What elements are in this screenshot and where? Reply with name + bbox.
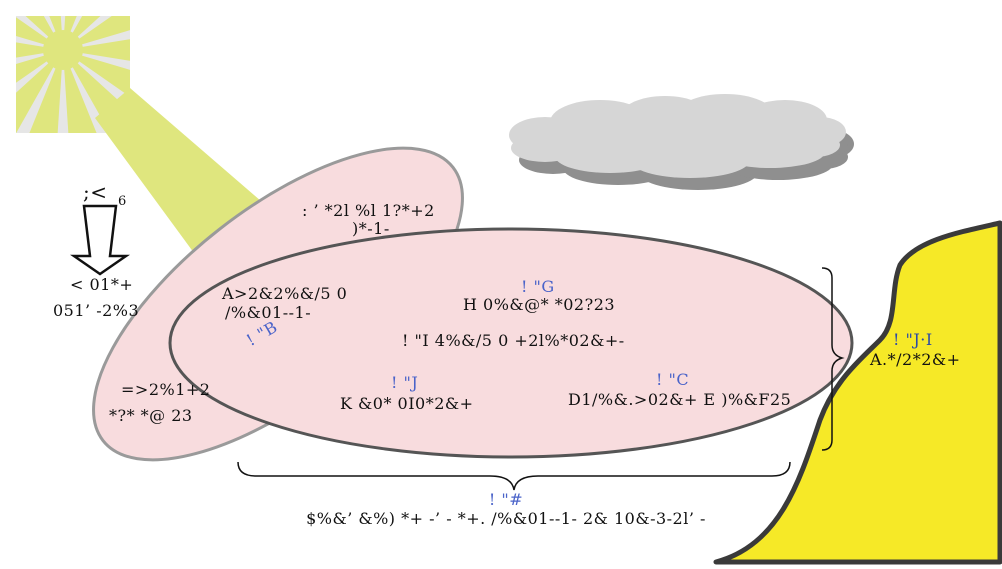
bottom-brace-icon [237,461,791,491]
cloud-icon [509,94,854,190]
tilted-ellipse-bottom-line1: =>2%1+2 [121,380,211,399]
tilted-ellipse-top-line2: )*-1- [352,219,390,238]
land-text: A.*/2*2&+ [870,350,961,369]
tag-c: ! "C [656,370,690,389]
tag-j: ! "J [391,373,419,392]
big-ellipse-bottom-right: D1/%&.>02&+ E )%&F25 [568,390,792,409]
sun-ray [16,50,63,133]
sun-ray [63,50,97,133]
big-ellipse-left-line2: /%&01--1- [225,303,312,322]
tilted-ellipse-bottom-line2: *?* *@ 23 [109,406,193,425]
arrow-caption-line2: 051’ -2%3 [53,301,140,320]
sun-ray [63,50,130,97]
land-tag: ! "J·I [893,330,933,349]
big-ellipse-center: ! "I 4%&/5 0 +2l%*02&+- [402,331,625,350]
brace-text: $%&’ &%) *+ -’ - *+. /%&01--1- 2& 10&-3-… [306,509,706,528]
tilted-ellipse-top-line1: : ’ *2l %l 1?*+2 [302,201,435,220]
tag-g: ! "G [521,277,555,296]
yellow-land [713,220,1002,565]
big-ellipse-bottom-left: K &0* 0I0*2&+ [340,394,474,413]
brace-tag: ! "# [488,490,524,509]
arrow-label: ;< [83,180,108,204]
sun-ray [16,42,63,58]
sun-ray [29,50,63,133]
sun-ray [49,16,63,50]
down-arrow-icon [69,204,131,276]
sun-icon [16,16,130,133]
cloud-puff [560,113,840,157]
right-brace-icon [821,267,845,451]
big-ellipse-top-center: H 0%&@* *02?23 [463,295,616,314]
arrow-caption-line1: < 01*+ [70,275,134,294]
big-ellipse-left-line1: A>2&2%&/5 0 [222,284,348,303]
sun-ray [63,39,130,61]
arrow-label-sub: 6 [118,194,127,209]
big-ellipse [168,227,854,459]
